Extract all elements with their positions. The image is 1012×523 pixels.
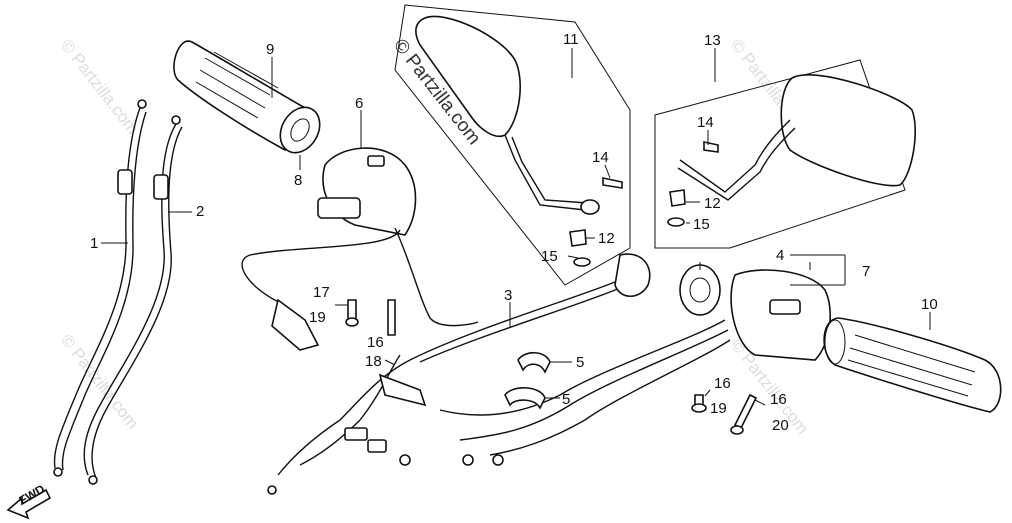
cable-clamp	[614, 253, 651, 298]
callout-16-left: 16	[367, 334, 384, 351]
callout-17: 17	[313, 284, 330, 301]
cable-end	[53, 467, 63, 477]
left-grip	[173, 40, 321, 154]
callout-14-left: 14	[592, 149, 609, 166]
callout-1: 1	[90, 235, 98, 252]
left-mirror-head	[415, 15, 521, 137]
watermark-text: © Partzilla.com	[57, 331, 143, 433]
callout-15-right: 15	[693, 216, 710, 233]
callout-11: 11	[563, 31, 579, 48]
callout-12-right: 12	[704, 195, 721, 212]
cable-adjuster	[117, 169, 133, 195]
throttle-cables	[53, 99, 183, 485]
callout-19-left: 19	[309, 309, 326, 326]
callout-15-left: 15	[541, 248, 558, 265]
left-switch-housing	[241, 147, 479, 351]
throttle-tube	[279, 106, 321, 154]
callout-12-left: 12	[598, 230, 615, 247]
cable-end	[137, 99, 147, 109]
leader-lines	[101, 48, 931, 406]
screws	[345, 299, 758, 435]
callout-5-upper: 5	[576, 354, 584, 371]
callout-14-right: 14	[697, 114, 714, 131]
wire-bands	[504, 351, 551, 410]
cable-end	[171, 115, 181, 125]
callout-9: 9	[266, 41, 274, 58]
callout-2: 2	[196, 203, 204, 220]
callout-13: 13	[704, 32, 721, 49]
watermark-text: © Partzilla.com	[57, 36, 143, 138]
right-grip	[823, 317, 1002, 413]
fwd-arrow-icon	[6, 488, 52, 520]
wire-harness	[267, 253, 731, 495]
callout-3: 3	[504, 287, 512, 304]
right-switch-housing	[679, 264, 831, 361]
callout-19-right: 19	[710, 400, 727, 417]
callout-20: 20	[772, 417, 789, 434]
callout-16-right: 16	[714, 375, 731, 392]
callout-7: 7	[862, 263, 870, 280]
cable-end	[88, 475, 98, 485]
connector-plug	[271, 298, 320, 351]
callout-numbers: 1 2 3 4 5 5 6 7 8 9 10 11 12 12 13 14 14…	[90, 31, 938, 434]
forward-arrow: FWD	[6, 482, 52, 520]
callout-5-lower: 5	[562, 391, 570, 408]
callout-16-far-right: 16	[770, 391, 787, 408]
callout-10: 10	[921, 296, 938, 313]
callout-8: 8	[294, 172, 302, 189]
cable-adjuster	[153, 174, 169, 200]
right-mirror-head	[780, 74, 917, 187]
left-mirror-group	[394, 4, 631, 286]
right-mirror-group	[654, 59, 917, 249]
callout-4: 4	[776, 247, 784, 264]
callout-6: 6	[355, 95, 363, 112]
callout-18: 18	[365, 353, 382, 370]
